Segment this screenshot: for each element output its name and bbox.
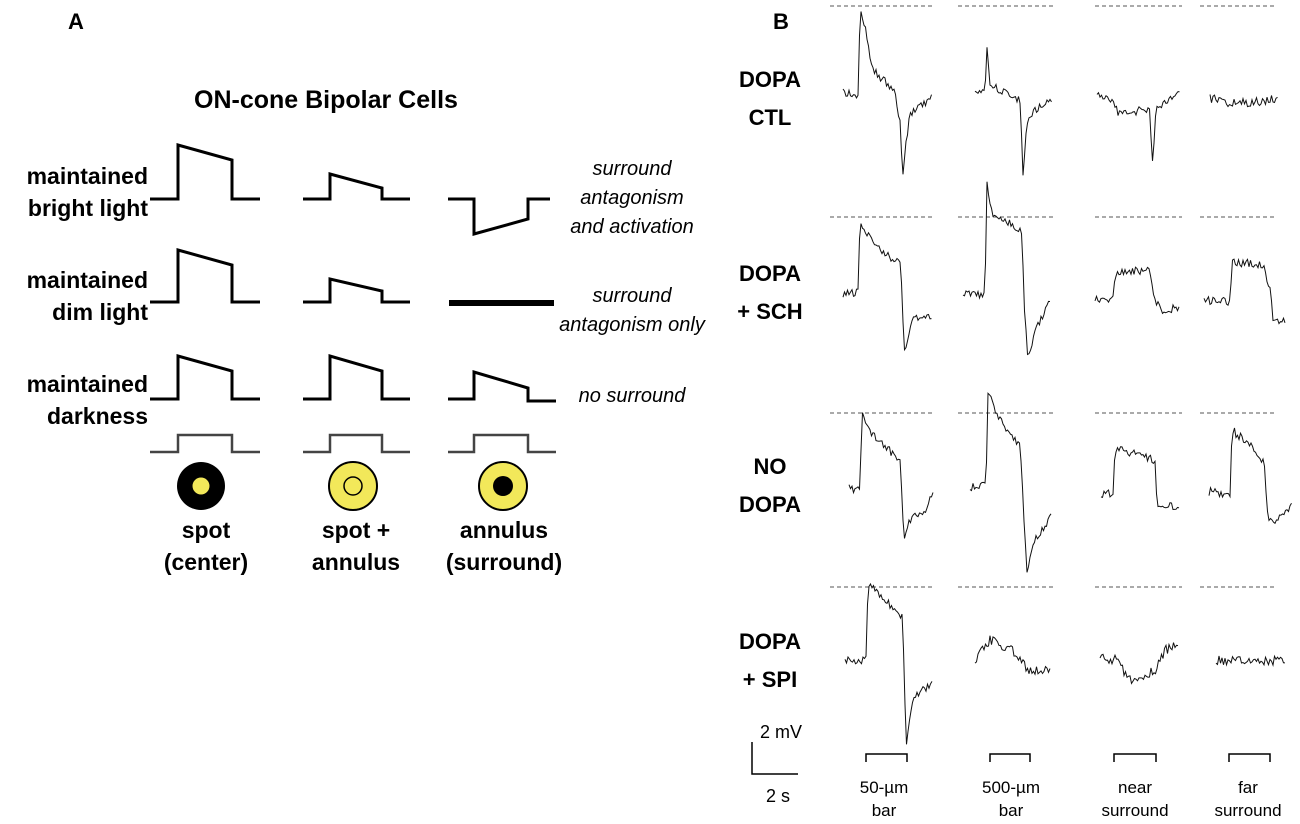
stimulus-bracket-marker — [865, 753, 908, 762]
recording-dopa-ctl-500um — [974, 47, 1052, 176]
panel-a-title: ON-cone Bipolar Cells — [194, 86, 458, 114]
recording-dopa-ctl-50um — [842, 11, 932, 175]
recording-dopa-spi-500um — [974, 635, 1051, 676]
recording-dopa-sch-50um — [842, 223, 932, 352]
condition-label-bright: maintained bright light — [26, 163, 148, 221]
recording-dopa-spi-50um — [844, 582, 933, 745]
stimulus-label-annulus: annulus (surround) — [445, 517, 563, 575]
stimulus-timing-trace — [150, 433, 260, 454]
recording-dopa-spi-far — [1215, 654, 1286, 668]
recording-dopa-sch-near — [1094, 266, 1180, 315]
stimulus-bracket-marker — [989, 753, 1031, 762]
response-bright-spot — [150, 143, 260, 201]
panel-a-letter: A — [68, 9, 84, 34]
column-label-500um-bar: 500-µm bar — [982, 778, 1040, 820]
recording-dopa-sch-500um — [962, 181, 1051, 356]
stimulus-bracket-marker — [1113, 753, 1157, 762]
column-label-near-surround: near surround — [1101, 778, 1169, 820]
column-label-far-surround: far surround — [1214, 778, 1282, 820]
spot-annulus-icon — [343, 476, 363, 496]
stimulus-bracket-marker — [1228, 753, 1271, 762]
recording-no-dopa-500um — [969, 392, 1052, 573]
recording-dopa-sch-far — [1203, 257, 1286, 325]
stimulus-timing-trace — [448, 433, 556, 454]
recording-dopa-spi-near — [1099, 642, 1179, 685]
response-dim-spot — [150, 248, 260, 304]
column-label-50um-bar: 50-µm bar — [859, 778, 909, 820]
row-label-no-dopa: NO DOPA — [739, 454, 801, 517]
scale-bar-voltage-label: 2 mV — [760, 722, 803, 742]
response-bright-annulus — [448, 197, 550, 236]
recording-no-dopa-far — [1208, 427, 1292, 525]
condition-label-dim: maintained dim light — [26, 267, 148, 325]
response-dark-annulus — [448, 369, 556, 403]
panel-b-letter: B — [773, 9, 789, 34]
response-dark-spot — [150, 354, 260, 401]
response-dim-spot-annulus — [303, 277, 410, 304]
spot-center-icon — [192, 477, 210, 495]
stimulus-timing-trace — [303, 433, 410, 454]
row-label-dopa-sch: DOPA + SCH — [737, 261, 803, 324]
note-surround-only: surround antagonism only — [559, 285, 705, 336]
stimulus-label-spot-annulus: spot + annulus — [311, 517, 401, 575]
scale-bar-time-label: 2 s — [766, 786, 791, 806]
note-surround-activation: surround antagonism and activation — [570, 158, 694, 238]
response-dark-spot-annulus — [303, 354, 410, 401]
row-label-dopa-spi: DOPA + SPI — [739, 629, 801, 692]
condition-label-darkness: maintained darkness — [26, 371, 148, 429]
recording-no-dopa-near — [1100, 446, 1180, 511]
response-bright-spot-annulus — [303, 172, 410, 201]
recording-dopa-ctl-near — [1096, 91, 1180, 161]
stimulus-label-spot: spot (center) — [163, 517, 249, 575]
note-no-surround: no surround — [578, 385, 686, 407]
scale-bar — [751, 742, 798, 775]
row-label-dopa-ctl: DOPA CTL — [739, 67, 801, 130]
recording-no-dopa-50um — [848, 412, 934, 539]
annulus-surround-icon — [493, 476, 513, 496]
recording-dopa-ctl-far — [1209, 94, 1278, 108]
